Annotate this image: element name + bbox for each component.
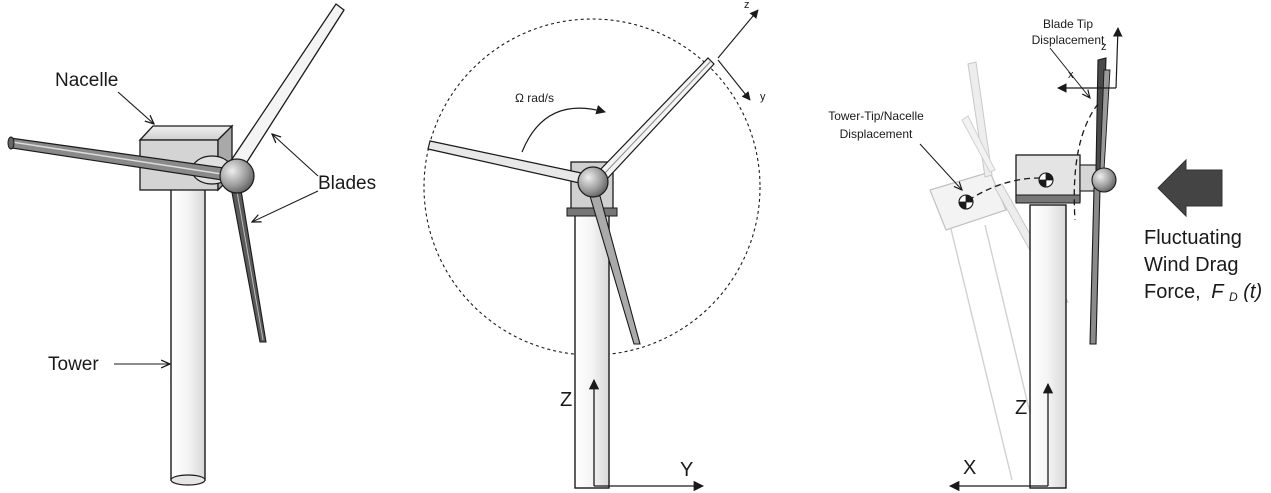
- hub-middle: [577, 166, 609, 198]
- blade-tip-leader: [1049, 47, 1090, 98]
- turbine-right: z x Blade Tip Displacement Tower-Tip/Nac…: [828, 17, 1262, 492]
- blades-middle: [427, 57, 715, 345]
- wind-label-line1: Fluctuating: [1144, 227, 1242, 249]
- local-z-label-middle: z: [744, 0, 750, 11]
- nacelle-label: Nacelle: [55, 70, 118, 91]
- tower-tip-leader: [919, 143, 962, 190]
- blades-right: [1089, 57, 1111, 345]
- turbine-left: Nacelle Blades Tower: [7, 3, 376, 486]
- local-z-axis-right: [1112, 27, 1123, 89]
- global-z-label-right: Z: [1015, 397, 1027, 419]
- global-y-label-middle: Y: [680, 459, 693, 481]
- local-z-axis-middle: [717, 9, 759, 59]
- ghost-centroid-marker-icon: [958, 194, 974, 210]
- local-z-label-right: z: [1101, 41, 1107, 53]
- wind-force-prefix: Force,: [1144, 281, 1201, 303]
- wind-arrow-icon: [1157, 158, 1223, 218]
- blades-leader-lower: [252, 190, 319, 222]
- rotor-sweep-circle: [423, 18, 761, 356]
- wind-label-line2: Wind Drag: [1144, 254, 1238, 276]
- tower-tip-label-line2: Displacement: [840, 127, 913, 141]
- tower-tip-displacement-path: [971, 177, 1041, 199]
- local-y-axis-middle: [717, 59, 751, 101]
- blade-tip-label-line2: Displacement: [1032, 33, 1105, 47]
- blades-label: Blades: [318, 173, 376, 194]
- tower-left: [170, 179, 206, 486]
- global-z-label-middle: Z: [560, 389, 572, 411]
- wind-force-subscript: D: [1229, 290, 1238, 304]
- wind-force-argument: (t): [1243, 281, 1262, 303]
- blade-tip-displacement-path: [1073, 103, 1099, 221]
- blades-left: [7, 3, 345, 343]
- centroid-marker-icon: [1038, 172, 1054, 188]
- global-x-label-right: X: [963, 457, 976, 479]
- tower-tip-label-line1: Tower-Tip/Nacelle: [828, 109, 924, 123]
- nacelle-leader: [117, 91, 154, 124]
- local-y-label-middle: y: [760, 91, 766, 103]
- wind-label-line3: Force, F D (t): [1144, 281, 1262, 306]
- blades-leader-upper: [272, 134, 319, 177]
- rotation-arrow-icon: [521, 105, 606, 153]
- tower-label: Tower: [48, 354, 99, 375]
- wind-force-symbol: F: [1211, 281, 1225, 303]
- hub-left: [219, 158, 255, 194]
- turbine-middle: Ω rad/s z y Z Y: [423, 0, 766, 492]
- blade-tip-label-line1: Blade Tip: [1043, 17, 1093, 31]
- tower-middle: [574, 204, 610, 489]
- hub-right: [1091, 167, 1117, 193]
- rotation-label: Ω rad/s: [515, 91, 554, 105]
